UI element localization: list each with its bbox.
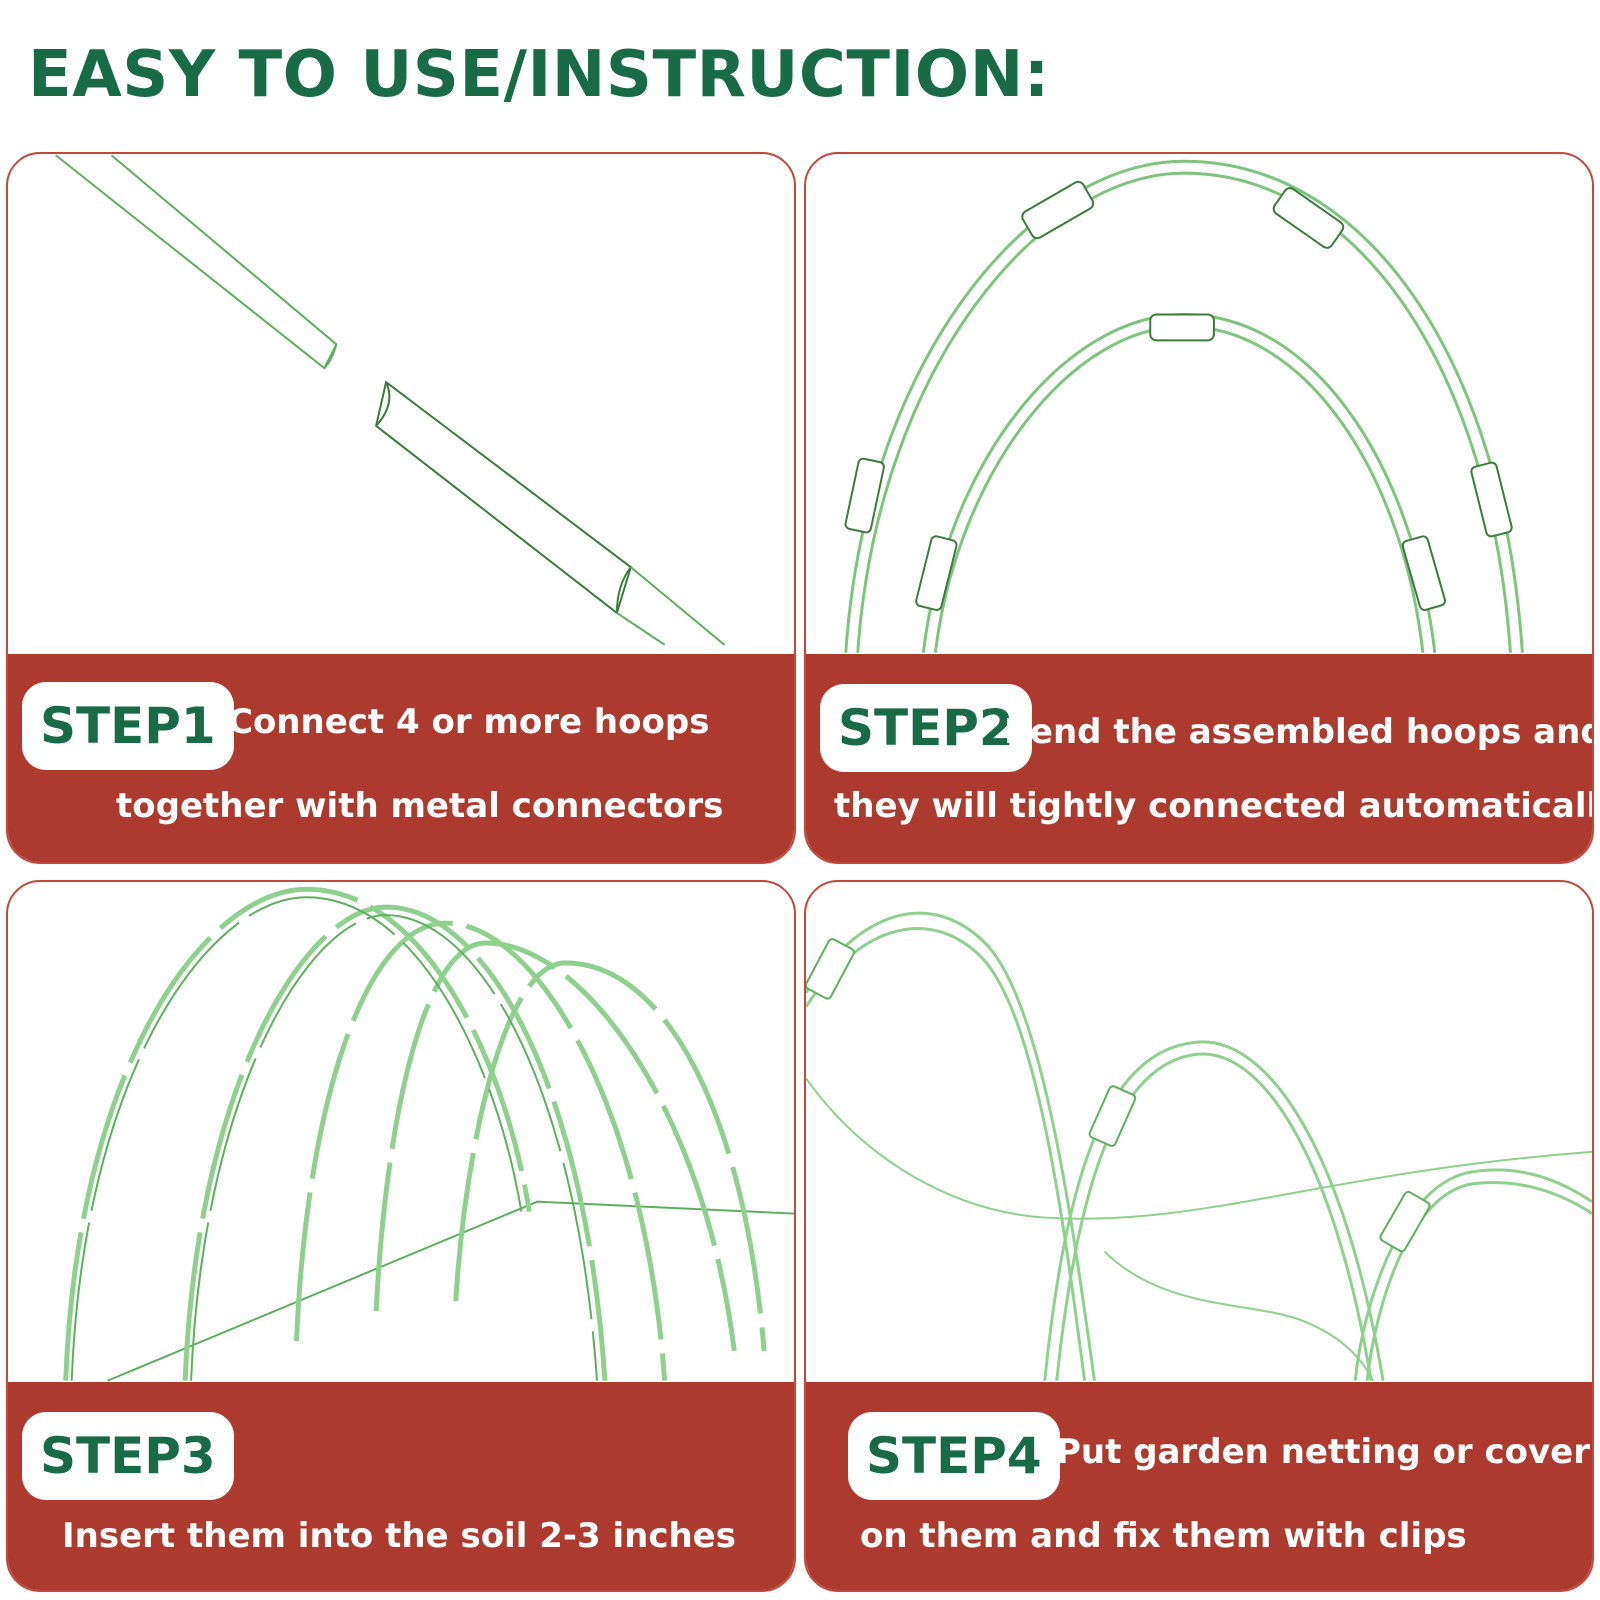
hoops-in-soil-image xyxy=(63,886,794,1382)
step4-badge: STEP4 xyxy=(848,1412,1060,1500)
step1-panel: STEP1 Connect 4 or more hoops together w… xyxy=(6,152,796,864)
step1-text-line1: Connect 4 or more hoops xyxy=(228,702,710,742)
step1-illustration xyxy=(8,154,794,656)
step2-illustration xyxy=(806,154,1592,656)
step1-text-line2: together with metal connectors xyxy=(116,786,724,826)
step2-band: STEP2 Bend the assembled hoops and they … xyxy=(806,654,1592,862)
step3-illustration xyxy=(8,882,794,1384)
bent-hoops-image xyxy=(844,159,1524,653)
step4-text-line2: on them and fix them with clips xyxy=(860,1516,1467,1556)
step4-band: STEP4 Put garden netting or cover on the… xyxy=(806,1382,1592,1590)
step4-panel: STEP4 Put garden netting or cover on the… xyxy=(804,880,1594,1592)
step2-badge: STEP2 xyxy=(820,684,1032,772)
step1-band: STEP1 Connect 4 or more hoops together w… xyxy=(8,654,794,862)
step4-text-line1: Put garden netting or cover xyxy=(1056,1432,1590,1472)
page-title: EASY TO USE/INSTRUCTION: xyxy=(28,38,1050,112)
step2-text-line1: Bend the assembled hoops and xyxy=(1004,712,1594,752)
step3-band: STEP3 Insert them into the soil 2-3 inch… xyxy=(8,1382,794,1590)
netting-clips-image xyxy=(806,911,1592,1382)
step2-panel: STEP2 Bend the assembled hoops and they … xyxy=(804,152,1594,864)
step3-text-line2: Insert them into the soil 2-3 inches xyxy=(62,1516,736,1556)
step2-text-line2: they will tightly connected automaticall… xyxy=(834,786,1594,826)
step4-illustration xyxy=(806,882,1592,1384)
hoop-pieces-image xyxy=(55,154,725,646)
step3-panel: STEP3 Insert them into the soil 2-3 inch… xyxy=(6,880,796,1592)
step1-badge: STEP1 xyxy=(22,682,234,770)
step3-badge: STEP3 xyxy=(22,1412,234,1500)
